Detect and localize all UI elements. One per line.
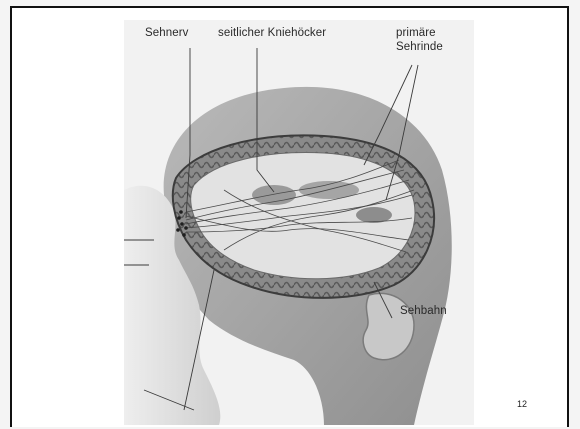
brain-visual-pathway-illustration [124, 20, 474, 425]
label-primary-visual-cortex-line2: Sehrinde [396, 41, 443, 53]
label-lateral-geniculate: seitlicher Kniehöcker [218, 27, 326, 39]
label-optic-radiation: Sehbahn [400, 305, 447, 317]
label-primary-visual-cortex-line1: primäre [396, 27, 436, 39]
illustration-svg [124, 20, 474, 425]
page-number: 12 [517, 399, 527, 409]
label-optic-nerve: Sehnerv [145, 27, 189, 39]
